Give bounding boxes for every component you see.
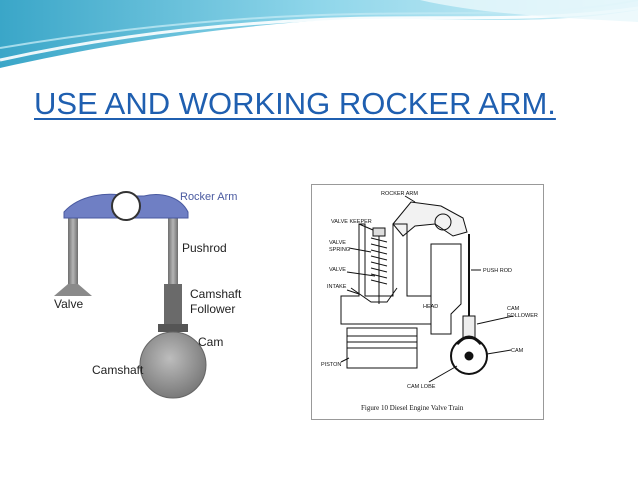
intake-port xyxy=(350,287,398,303)
rlabel-cam-lobe: CAM LOBE xyxy=(407,384,436,390)
label-camshaft-follower-1: Camshaft xyxy=(190,287,242,301)
label-valve: Valve xyxy=(54,297,83,311)
diesel-valve-train-diagram: ROCKER ARM VALVE KEEPER VALVE SPRING VAL… xyxy=(311,184,544,420)
rocker-pivot xyxy=(111,191,141,221)
label-cam: Cam xyxy=(198,335,223,349)
rocker-arm-diagram: Rocker Arm Pushrod Valve Camshaft Follow… xyxy=(54,191,242,399)
label-pushrod: Pushrod xyxy=(182,241,227,255)
rlabel-cam-follower-2: FOLLOWER xyxy=(507,313,538,319)
cam-lobe-shape xyxy=(455,335,483,346)
leader-rocker xyxy=(404,195,416,203)
leader-valve xyxy=(346,271,376,277)
header-wave-decoration xyxy=(0,0,638,68)
rlabel-valve-keeper: VALVE KEEPER xyxy=(331,219,372,225)
rlabel-rocker-arm: ROCKER ARM xyxy=(381,191,418,197)
rlabel-piston: PISTON xyxy=(321,362,341,368)
rlabel-head: HEAD xyxy=(423,304,438,310)
leader-piston xyxy=(340,357,350,363)
pushrod xyxy=(168,214,178,284)
valve-keeper-shape xyxy=(372,227,386,237)
valve-stem xyxy=(68,214,78,286)
label-camshaft: Camshaft xyxy=(92,363,144,377)
camshaft-follower xyxy=(164,284,182,326)
leader-follower xyxy=(476,315,514,325)
rocker-shaft xyxy=(434,213,452,231)
cam-center xyxy=(464,351,474,361)
leader-cam-lobe xyxy=(428,365,458,383)
cam-circle xyxy=(139,331,207,399)
figure-caption: Figure 10 Diesel Engine Valve Train xyxy=(361,404,464,412)
rlabel-push-rod: PUSH ROD xyxy=(483,268,512,274)
label-rocker-arm: Rocker Arm xyxy=(180,191,237,203)
slide-title: USE AND WORKING ROCKER ARM. xyxy=(34,86,556,121)
follower-base xyxy=(158,324,188,332)
rlabel-cam: CAM xyxy=(511,348,524,354)
leader-keeper xyxy=(358,223,374,231)
rlabel-intake: INTAKE xyxy=(327,284,347,290)
rlabel-valve-spring-1: VALVE xyxy=(329,240,346,246)
rlabel-valve: VALVE xyxy=(329,267,346,273)
label-camshaft-follower-2: Follower xyxy=(190,302,235,316)
valve-head xyxy=(54,284,92,296)
cylinder-head xyxy=(340,223,432,325)
rlabel-valve-spring-2: SPRING xyxy=(329,247,350,253)
leader-intake xyxy=(346,289,360,295)
block-wall xyxy=(430,243,462,335)
leader-spring xyxy=(348,247,372,253)
rlabel-cam-follower-1: CAM xyxy=(507,306,520,312)
leader-cam xyxy=(486,349,512,355)
